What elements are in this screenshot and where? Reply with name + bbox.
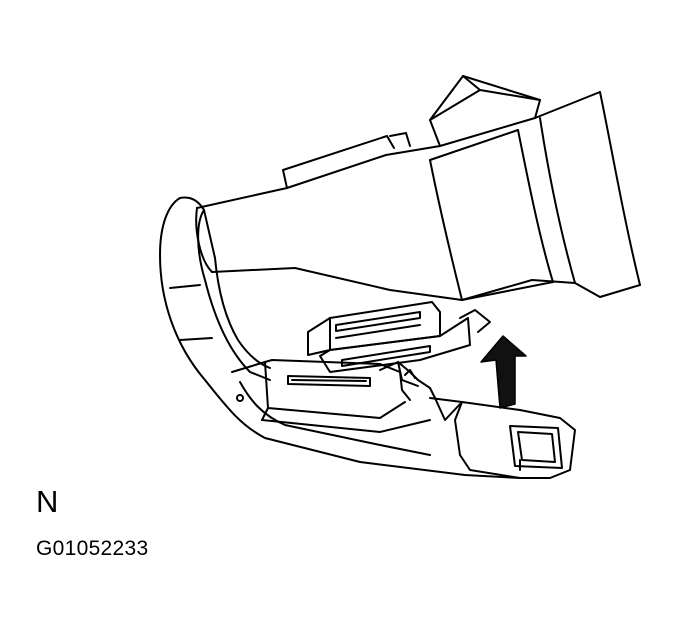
tilt-bracket [282,75,541,189]
lower-column-cover [159,196,521,479]
up-arrow-icon [480,335,527,409]
wire-connectors [307,301,491,373]
figure-id-label: G01052233 [36,537,149,560]
steering-column-tube [195,91,641,301]
view-code-label: N [36,484,59,519]
duct-nozzle [429,397,576,479]
lower-panel [231,359,436,433]
